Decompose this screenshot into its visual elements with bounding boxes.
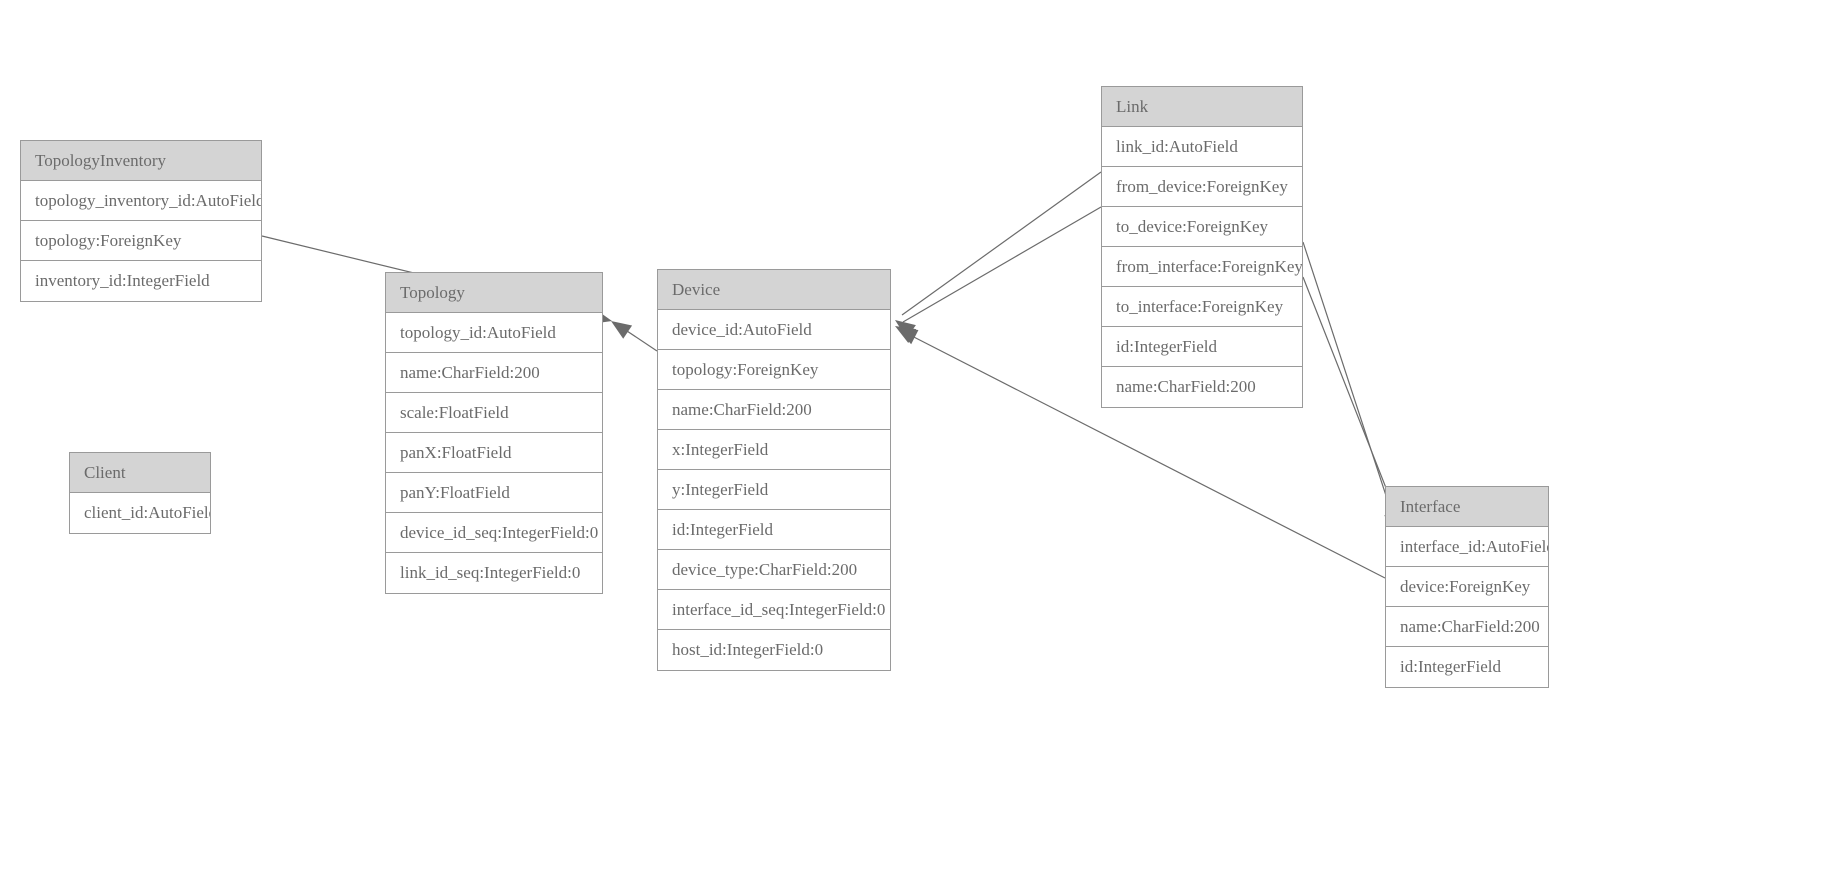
entity-field[interactable]: interface_id_seq:IntegerField:0 (658, 590, 890, 630)
entity-field[interactable]: from_device:ForeignKey (1102, 167, 1302, 207)
entity-field[interactable]: name:CharField:200 (1386, 607, 1548, 647)
entity-field[interactable]: topology:ForeignKey (21, 221, 261, 261)
relation-line (901, 171, 1102, 316)
entity-field[interactable]: id:IntegerField (1386, 647, 1548, 687)
entity-field[interactable]: scale:FloatField (386, 393, 602, 433)
relation-line (617, 324, 658, 352)
relation-link-to-device (895, 206, 1102, 343)
entity-field[interactable]: interface_id:AutoField (1386, 527, 1548, 567)
entity-field[interactable]: x:IntegerField (658, 430, 890, 470)
relation-arrowhead (895, 326, 917, 343)
entity-field[interactable]: device_type:CharField:200 (658, 550, 890, 590)
entity-title-topology-inventory: TopologyInventory (21, 141, 261, 181)
entity-field[interactable]: name:CharField:200 (386, 353, 602, 393)
relation-arrowhead (611, 321, 633, 339)
entity-field[interactable]: client_id:AutoField (70, 493, 210, 533)
entity-title-device: Device (658, 270, 890, 310)
entity-field[interactable]: inventory_id:IntegerField (21, 261, 261, 301)
relation-arrowhead (895, 320, 916, 339)
entity-field[interactable]: to_device:ForeignKey (1102, 207, 1302, 247)
entity-field[interactable]: link_id:AutoField (1102, 127, 1302, 167)
entity-field[interactable]: id:IntegerField (1102, 327, 1302, 367)
entity-field[interactable]: y:IntegerField (658, 470, 890, 510)
entity-field[interactable]: panY:FloatField (386, 473, 602, 513)
entity-field[interactable]: device:ForeignKey (1386, 567, 1548, 607)
entity-title-client: Client (70, 453, 210, 493)
entity-field[interactable]: id:IntegerField (658, 510, 890, 550)
entity-field[interactable]: device_id_seq:IntegerField:0 (386, 513, 602, 553)
relation-line (1302, 241, 1395, 521)
entity-field[interactable]: name:CharField:200 (1102, 367, 1302, 407)
entity-field[interactable]: from_interface:ForeignKey (1102, 247, 1302, 287)
entity-field[interactable]: host_id:IntegerField:0 (658, 630, 890, 670)
entity-field[interactable]: topology_inventory_id:AutoField (21, 181, 261, 221)
relation-device-topology (611, 321, 658, 352)
entity-field[interactable]: name:CharField:200 (658, 390, 890, 430)
relation-arrowhead (897, 328, 919, 345)
relation-line (1302, 276, 1400, 522)
entity-field[interactable]: link_id_seq:IntegerField:0 (386, 553, 602, 593)
entity-field[interactable]: device_id:AutoField (658, 310, 890, 350)
entity-field[interactable]: to_interface:ForeignKey (1102, 287, 1302, 327)
relation-line (902, 206, 1102, 323)
entity-title-interface: Interface (1386, 487, 1548, 527)
entity-field[interactable]: panX:FloatField (386, 433, 602, 473)
entity-field[interactable]: topology:ForeignKey (658, 350, 890, 390)
entity-title-topology: Topology (386, 273, 602, 313)
entity-title-link: Link (1102, 87, 1302, 127)
relation-link-from-device (895, 171, 1102, 339)
entity-field[interactable]: topology_id:AutoField (386, 313, 602, 353)
